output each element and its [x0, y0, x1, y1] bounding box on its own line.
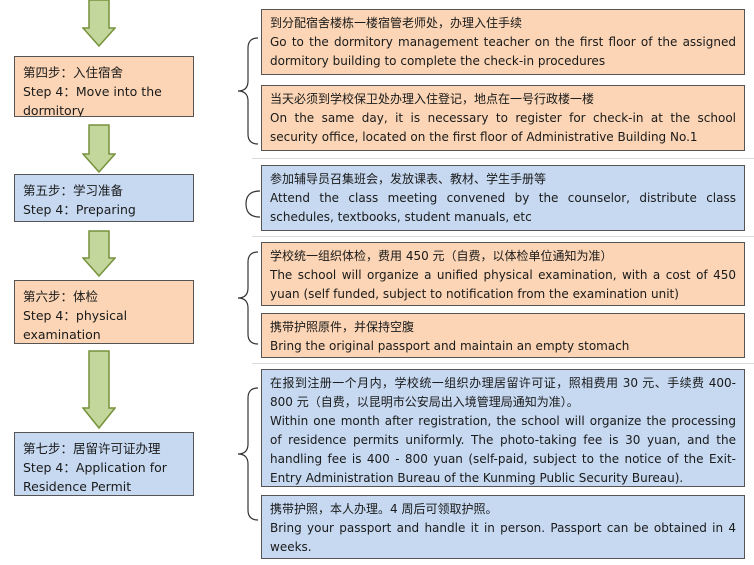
step-title-en: Step 4：physical	[23, 308, 128, 323]
detail-en: On the same day, it is necessary to regi…	[270, 111, 736, 144]
detail-cn: 学校统一组织体检，费用 450 元（自费，以体检单位通知为准）	[270, 249, 613, 263]
step-6-detail-passport: 携带护照原件，并保持空腹 Bring the original passport…	[261, 313, 745, 358]
detail-en: Attend the class meeting convened by the…	[270, 191, 736, 224]
step-5-box: 第五步：学习准备 Step 4：Preparing	[14, 174, 194, 222]
detail-cn: 到分配宿舍楼栋一楼宿管老师处，办理入住手续	[270, 16, 523, 30]
step-title-en: Step 4：Application for	[23, 460, 167, 475]
detail-en: Go to the dormitory management teacher o…	[270, 35, 736, 68]
detail-en: Bring the original passport and maintain…	[270, 339, 630, 353]
brace-connector	[237, 251, 259, 345]
detail-en: Bring your passport and handle it in per…	[270, 521, 736, 554]
step-7-detail-passport: 携带护照，本人办理。4 周后可领取护照。 Bring your passport…	[261, 495, 745, 559]
step-5-detail: 参加辅导员召集班会，发放课表、教材、学生手册等 Attend the class…	[261, 165, 745, 231]
connector-line	[245, 190, 261, 218]
step-title-en: dormitory	[23, 103, 85, 117]
detail-en: Within one month after registration, the…	[270, 414, 736, 485]
step-title-cn: 第六步：体检	[23, 289, 99, 304]
step-title-cn: 第四步：入住宿舍	[23, 65, 124, 80]
brace-connector	[237, 37, 259, 145]
step-title-cn: 第五步：学习准备	[23, 183, 124, 198]
detail-cn: 携带护照原件，并保持空腹	[270, 320, 415, 334]
detail-cn: 携带护照，本人办理。4 周后可领取护照。	[270, 502, 498, 516]
step-7-detail-permit: 在报到注册一个月内，学校统一组织办理居留许可证，照相费用 30 元、手续费 40…	[261, 369, 745, 487]
divider	[252, 236, 754, 237]
down-arrow-icon	[82, 230, 116, 278]
detail-cn: 参加辅导员召集班会，发放课表、教材、学生手册等	[270, 172, 547, 186]
detail-en: The school will organize a unified physi…	[270, 268, 736, 301]
step-6-detail-exam: 学校统一组织体检，费用 450 元（自费，以体检单位通知为准） The scho…	[261, 242, 745, 306]
down-arrow-icon	[82, 124, 116, 174]
step-6-box: 第六步：体检 Step 4：physical examination	[14, 280, 194, 344]
step-title-en: Step 4：Move into the	[23, 84, 162, 99]
step-4-box: 第四步：入住宿舍 Step 4：Move into the dormitory	[14, 56, 194, 117]
step-title-en: Step 4：Preparing	[23, 202, 136, 217]
step-4-detail-checkin: 到分配宿舍楼栋一楼宿管老师处，办理入住手续 Go to the dormitor…	[261, 9, 745, 75]
divider	[252, 363, 754, 364]
detail-cn: 当天必须到学校保卫处办理入住登记，地点在一号行政楼一楼	[270, 92, 595, 106]
divider	[252, 158, 754, 159]
step-7-box: 第七步：居留许可证办理 Step 4：Application for Resid…	[14, 432, 194, 496]
step-title-en: Residence Permit	[23, 479, 132, 494]
down-arrow-icon	[82, 350, 116, 430]
detail-cn: 在报到注册一个月内，学校统一组织办理居留许可证，照相费用 30 元、手续费 40…	[270, 376, 736, 409]
step-4-detail-registration: 当天必须到学校保卫处办理入住登记，地点在一号行政楼一楼 On the same …	[261, 85, 745, 151]
step-title-en: examination	[23, 327, 101, 342]
step-title-cn: 第七步：居留许可证办理	[23, 441, 161, 456]
brace-connector	[237, 387, 259, 521]
down-arrow-icon	[82, 0, 116, 48]
